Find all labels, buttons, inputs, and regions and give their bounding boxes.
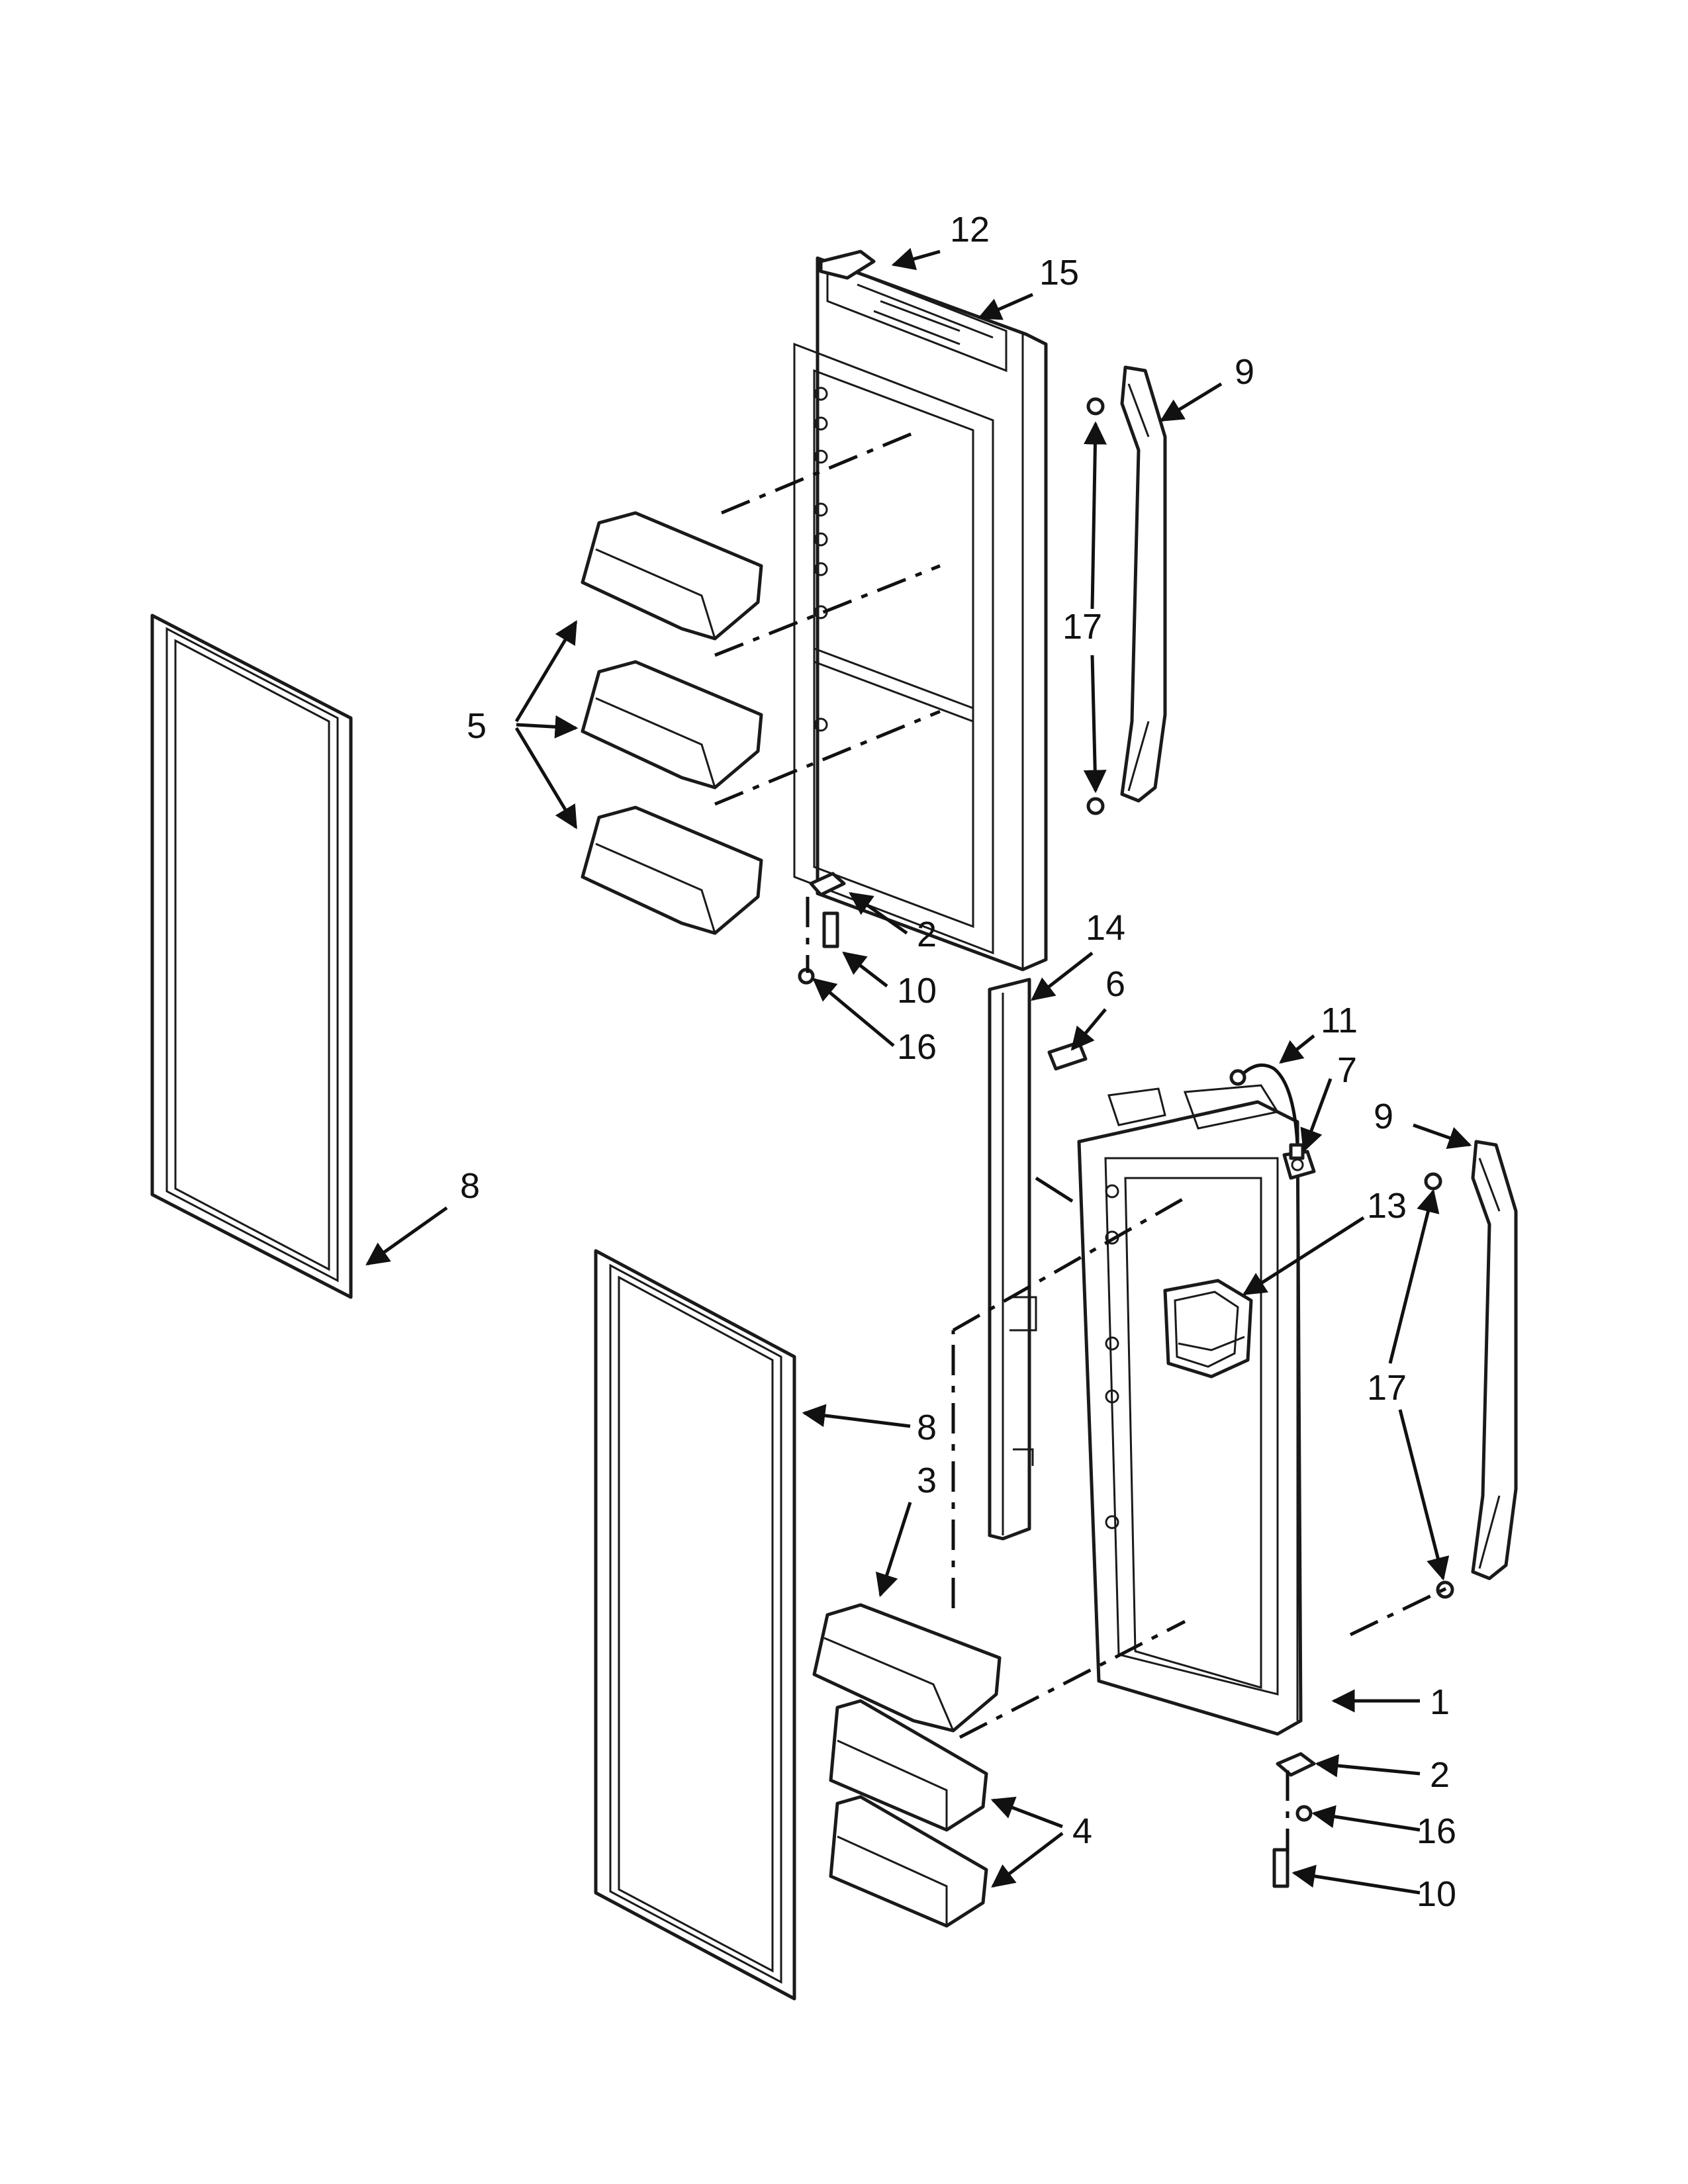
lower-door-liner — [1077, 1084, 1303, 1736]
upper-door-handle — [1120, 365, 1167, 803]
callout-16-lower: 16 — [1417, 1811, 1456, 1851]
callout-6: 6 — [1105, 964, 1125, 1004]
lower-handle-screws — [1424, 1172, 1454, 1599]
center-mullion — [988, 978, 1037, 1541]
callout-9-upper: 9 — [1235, 352, 1254, 392]
callout-4: 4 — [1072, 1811, 1092, 1851]
upper-door-liner — [793, 256, 1048, 972]
callout-11: 11 — [1321, 1001, 1358, 1040]
door-bin-lower — [581, 805, 763, 935]
callout-2-lower: 2 — [1430, 1755, 1450, 1795]
callout-3: 3 — [917, 1461, 937, 1500]
callout-16-upper: 16 — [897, 1027, 937, 1067]
upper-handle-screws — [1086, 397, 1105, 815]
door-bin-dairy — [812, 1603, 1002, 1733]
callout-8-lower: 8 — [917, 1408, 937, 1447]
callout-14: 14 — [1086, 908, 1125, 948]
callout-9-lower: 9 — [1374, 1097, 1393, 1136]
callout-labels: 12 15 9 17 5 2 14 6 10 11 16 7 9 8 13 17… — [460, 210, 1456, 1914]
door-bin-upper — [581, 511, 763, 641]
water-tube — [1229, 1063, 1299, 1146]
alignment-lines — [714, 428, 1448, 1853]
lower-door-handle — [1471, 1140, 1518, 1580]
callout-10-lower: 10 — [1417, 1874, 1456, 1914]
callout-2-upper: 2 — [917, 915, 937, 954]
callout-7: 7 — [1337, 1050, 1357, 1090]
callout-17-upper: 17 — [1062, 607, 1102, 647]
door-bin-gallon-lower — [829, 1795, 988, 1928]
door-bin-gallon-upper — [829, 1699, 988, 1832]
upper-door-top-cap — [819, 250, 961, 345]
tube-nut — [1289, 1143, 1305, 1160]
callout-1: 1 — [1430, 1682, 1450, 1722]
callout-17-lower: 17 — [1367, 1368, 1407, 1408]
callout-5: 5 — [467, 706, 487, 746]
callout-12: 12 — [950, 210, 990, 250]
upper-hinge-hardware — [798, 872, 846, 985]
leader-arrows — [365, 248, 1472, 1895]
callout-15: 15 — [1039, 253, 1079, 293]
dispenser-gasket — [1163, 1279, 1253, 1379]
callout-10-upper: 10 — [897, 971, 937, 1011]
lower-hinge-hardware — [1272, 1752, 1316, 1888]
callout-13: 13 — [1367, 1186, 1407, 1226]
left-door-gasket — [150, 614, 353, 1299]
door-bin-middle — [581, 660, 763, 790]
lower-door-gasket — [594, 1249, 796, 2001]
callout-8-upper: 8 — [460, 1166, 480, 1206]
mullion-screw — [1047, 1040, 1088, 1071]
